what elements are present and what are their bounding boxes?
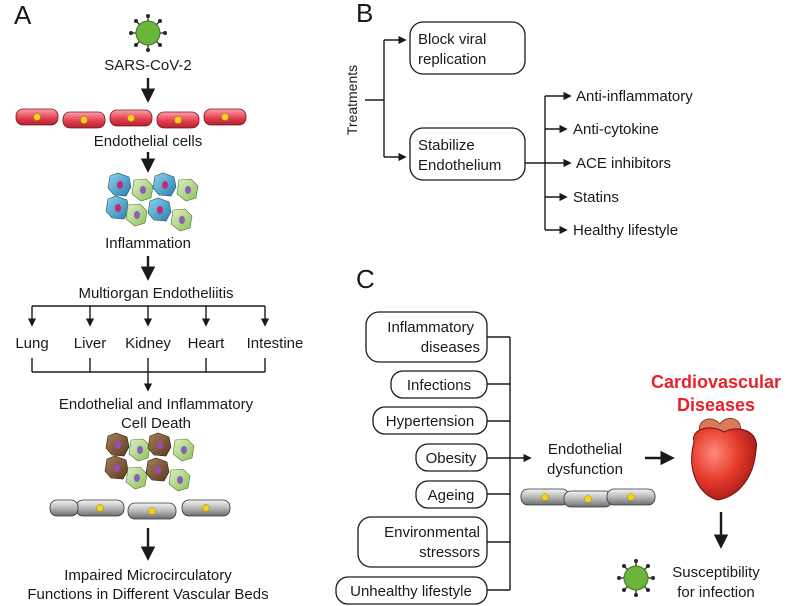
- inflammatory-cells-icon: [105, 172, 199, 232]
- stabilize-endothelium-box: [409, 127, 526, 181]
- factor-label-6: Unhealthy lifestyle: [350, 583, 472, 600]
- panel-a-label: A: [14, 0, 32, 30]
- option-statins: Statins: [573, 189, 619, 206]
- panel-b-label: B: [356, 0, 373, 28]
- endothelial-cells-label: Endothelial cells: [94, 133, 202, 150]
- cvd-title-1: Cardiovascular: [651, 372, 781, 392]
- organ-kidney: Kidney: [125, 335, 171, 352]
- cvd-title-2: Diseases: [677, 395, 755, 415]
- inflammation-label: Inflammation: [105, 235, 191, 252]
- susceptibility-label-1: Susceptibility: [672, 564, 760, 581]
- block-label-1: Block viral: [418, 31, 486, 48]
- dysfunction-label-2: dysfunction: [547, 461, 623, 478]
- option-anti-inflammatory: Anti-inflammatory: [576, 88, 693, 105]
- option-ace-inhibitors: ACE inhibitors: [576, 155, 671, 172]
- virus-icon-susceptibility: [616, 558, 656, 598]
- cell-death-label-2: Cell Death: [121, 415, 191, 432]
- sars-cov-2-virus-icon: [128, 13, 168, 53]
- factor-label-0a: Inflammatory: [387, 319, 474, 336]
- factor-label-1: Infections: [407, 377, 471, 394]
- susceptibility-label-2: for infection: [677, 584, 755, 601]
- panel-a: A SARS-CoV-2 Endothelial cells Inflammat…: [14, 0, 303, 603]
- factor-label-3: Obesity: [426, 450, 477, 467]
- damaged-endothelium-icon: [49, 499, 231, 520]
- organ-heart: Heart: [188, 335, 226, 352]
- panel-c: C Inflammatory diseases Infections Hyper…: [335, 264, 781, 605]
- panel-c-label: C: [356, 264, 375, 294]
- option-healthy-lifestyle: Healthy lifestyle: [573, 222, 678, 239]
- block-label-2: replication: [418, 51, 486, 68]
- factor-label-0b: diseases: [421, 339, 480, 356]
- impaired-label-2: Functions in Different Vascular Beds: [27, 586, 268, 603]
- treatments-label: Treatments: [344, 65, 360, 135]
- factor-label-5a: Environmental: [384, 524, 480, 541]
- endothelial-cells-icon: [15, 108, 247, 129]
- factor-label-5b: stressors: [419, 544, 480, 561]
- cell-death-label-1: Endothelial and Inflammatory: [59, 396, 254, 413]
- impaired-label-1: Impaired Microcirculatory: [64, 567, 232, 584]
- stabilize-label-1: Stabilize: [418, 137, 475, 154]
- organ-lung: Lung: [15, 335, 48, 352]
- multiorgan-label: Multiorgan Endotheliitis: [78, 285, 233, 302]
- dysfunction-label-1: Endothelial: [548, 441, 622, 458]
- organ-intestine: Intestine: [247, 335, 304, 352]
- panel-b: B Treatments Block viral replication Sta…: [344, 0, 693, 239]
- stabilize-label-2: Endothelium: [418, 157, 501, 174]
- block-viral-replication-box: [409, 21, 526, 75]
- dead-cells-icon: [104, 432, 195, 492]
- option-anti-cytokine: Anti-cytokine: [573, 121, 659, 138]
- factor-label-2: Hypertension: [386, 413, 474, 430]
- organ-liver: Liver: [74, 335, 107, 352]
- dysfunctional-endothelium-icon: [520, 488, 656, 508]
- heart-icon: [691, 418, 757, 501]
- factor-label-4: Ageing: [428, 487, 475, 504]
- virus-label: SARS-CoV-2: [104, 57, 192, 74]
